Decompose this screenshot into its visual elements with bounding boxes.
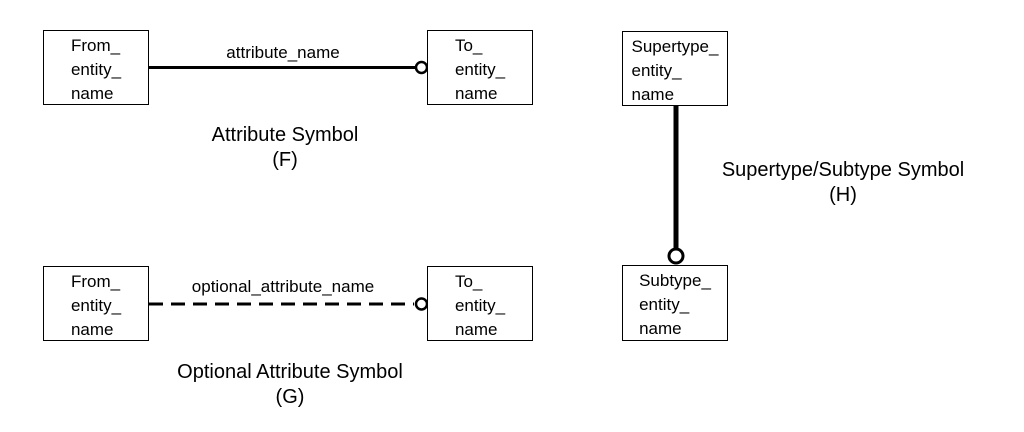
caption-supertype-subtype-symbol-title: Supertype/Subtype Symbol	[721, 159, 965, 181]
supertype-subtype-circle-terminator	[667, 247, 685, 265]
entity-box-supertype-label: Supertype_ entity_ name	[631, 37, 719, 104]
caption-optional-attribute-symbol-title: Optional Attribute Symbol	[177, 361, 403, 383]
optional-attribute-circle-terminator	[414, 297, 429, 311]
entity-box-subtype-label: Subtype_ entity_ name	[639, 271, 711, 338]
optional-attribute-line-label: optional_attribute_name	[191, 277, 375, 296]
entity-box-supertype: Supertype_ entity_ name	[622, 31, 728, 106]
entity-box-to-f: To_ entity_ name	[427, 30, 533, 105]
caption-supertype-subtype-symbol: Supertype/Subtype Symbol (H)	[693, 158, 993, 208]
caption-attribute-symbol: Attribute Symbol (F)	[135, 123, 435, 173]
entity-box-to-g: To_ entity_ name	[427, 266, 533, 341]
entity-box-to-f-label: To_ entity_ name	[454, 36, 506, 103]
caption-attribute-symbol-title: Attribute Symbol	[211, 124, 359, 146]
entity-box-from-f-label: From_ entity_ name	[70, 36, 122, 103]
entity-box-subtype: Subtype_ entity_ name	[622, 265, 728, 341]
entity-box-from-f: From_ entity_ name	[43, 30, 149, 105]
caption-supertype-subtype-symbol-letter: (H)	[829, 184, 857, 206]
attribute-line-label: attribute_name	[226, 43, 340, 62]
entity-box-from-g-label: From_ entity_ name	[70, 272, 122, 339]
caption-optional-attribute-symbol: Optional Attribute Symbol (G)	[140, 360, 440, 410]
caption-optional-attribute-symbol-letter: (G)	[275, 386, 305, 408]
entity-box-to-g-label: To_ entity_ name	[454, 272, 506, 339]
entity-box-from-g: From_ entity_ name	[43, 266, 149, 341]
caption-attribute-symbol-letter: (F)	[272, 149, 298, 171]
attribute-circle-terminator	[414, 60, 429, 75]
